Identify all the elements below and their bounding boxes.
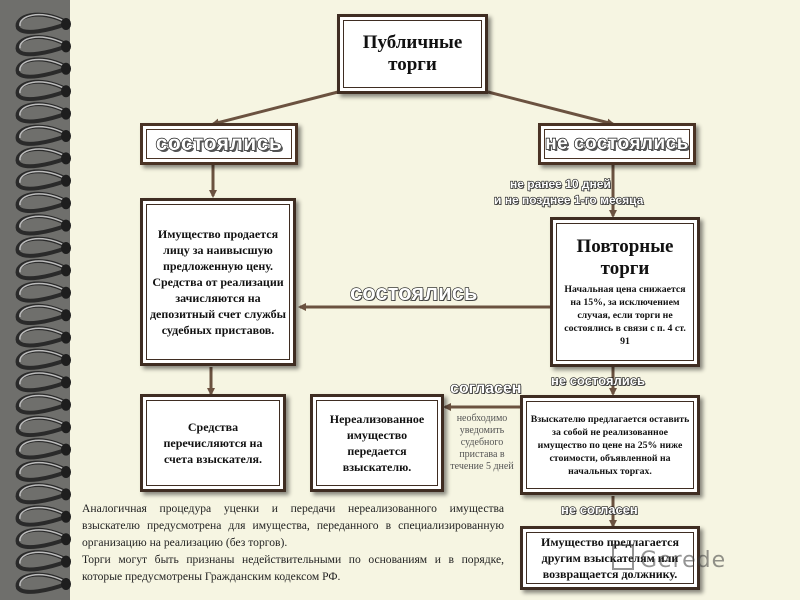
agreed-label: согласен	[449, 379, 522, 397]
spiral-ring	[15, 438, 71, 460]
final-box: Имущество предлагается другим взыскателя…	[520, 526, 700, 590]
spiral-ring	[15, 214, 71, 236]
spiral-ring	[15, 236, 71, 258]
footnote-paragraph-1: Аналогичная процедура уценки и передачи …	[82, 502, 504, 549]
arrow-title-to-held	[211, 90, 339, 127]
spiral-ring	[15, 102, 71, 124]
spiral-ring	[15, 191, 71, 214]
spiral-ring	[15, 147, 71, 169]
spiral-ring	[15, 505, 71, 527]
not-held-label-box: не состоялись	[538, 123, 696, 165]
title-box: Публичные торги	[337, 14, 488, 94]
not-held-label: не состоялись	[544, 132, 689, 154]
spiral-ring	[15, 415, 71, 438]
spiral-ring	[15, 393, 71, 415]
sold-box: Имущество продается лицу за наивысшую пр…	[140, 198, 296, 366]
held-middle-label: состоялись	[349, 279, 478, 305]
spiral-ring	[15, 169, 71, 191]
spiral-ring	[15, 79, 71, 102]
held-label-box: состоялись	[140, 123, 298, 165]
repeat-box: Повторные торги Начальная цена снижается…	[550, 217, 700, 367]
watermark-logo-icon	[612, 544, 634, 570]
arrow-title-to-notheld	[487, 90, 615, 127]
offer-box: Взыскателю предлагается оставить за собо…	[520, 395, 700, 495]
unsold-text: Нереализованное имущество передается взы…	[329, 412, 425, 474]
unsold-box: Нереализованное имущество передается взы…	[310, 394, 444, 492]
disagree-label: не согласен	[560, 501, 638, 517]
notify-note: необходимо уведомить судебного пристава …	[450, 413, 514, 472]
held-label: состоялись	[155, 131, 283, 155]
spiral-ring	[15, 281, 71, 303]
footnote-paragraph-2: Торги могут быть признаны недействительн…	[82, 553, 504, 583]
deadline-line-1: не ранее 10 дней	[509, 176, 611, 191]
repeat-text: Начальная цена снижается на 15%, за искл…	[564, 284, 686, 347]
spiral-ring	[15, 550, 71, 572]
spiral-ring	[15, 527, 71, 550]
spiral-ring	[15, 326, 71, 348]
spiral-ring	[15, 303, 71, 326]
spiral-ring	[15, 483, 71, 505]
repeat-title: Повторные торги	[576, 236, 674, 279]
spiral-ring	[15, 124, 71, 146]
footnote: Аналогичная процедура уценки и передачи …	[82, 500, 504, 585]
spiral-ring	[15, 35, 71, 57]
spiral-ring	[15, 259, 71, 281]
offer-text: Взыскателю предлагается оставить за собо…	[530, 413, 690, 477]
spiral-ring	[15, 572, 71, 594]
transfer-box: Средства перечисляются на счета взыскате…	[140, 394, 286, 492]
spiral-ring	[15, 57, 71, 79]
final-text: Имущество предлагается другим взыскателя…	[541, 535, 679, 581]
spiral-ring	[15, 348, 71, 370]
not-held-small-label: не состоялись	[550, 372, 645, 388]
spiral-ring	[15, 460, 71, 482]
spiral-ring	[15, 371, 71, 393]
watermark: Gerede	[612, 544, 726, 573]
deadline-line-2: и не позднее 1-го месяца	[493, 192, 644, 207]
page-title: Публичные торги	[362, 32, 463, 75]
spiral-ring	[15, 12, 71, 34]
sold-text: Имущество продается лицу за наивысшую пр…	[149, 227, 287, 337]
transfer-text: Средства перечисляются на счета взыскате…	[163, 420, 263, 466]
watermark-text: Gerede	[640, 548, 727, 573]
